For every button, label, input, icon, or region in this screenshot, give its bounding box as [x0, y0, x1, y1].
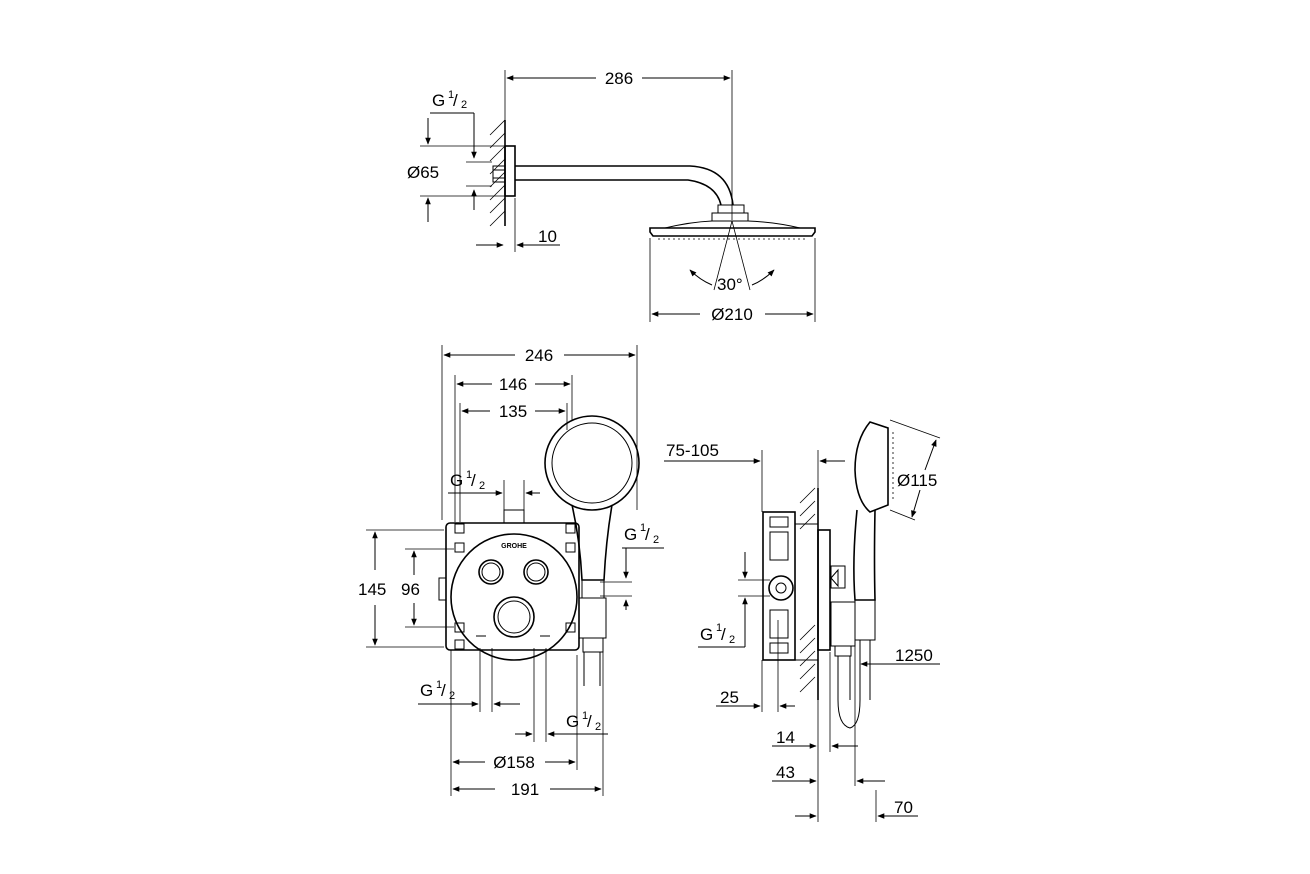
- dim-label-10: 10: [538, 227, 557, 246]
- svg-text:/: /: [441, 681, 446, 700]
- shower-head: [649, 220, 816, 240]
- dim-label-96: 96: [401, 580, 420, 599]
- dim-label-146: 146: [499, 375, 527, 394]
- mounting-screws: [454, 523, 576, 650]
- dim-label-70: 70: [894, 798, 913, 817]
- svg-text:1: 1: [582, 710, 588, 722]
- wall-hatch-side: [799, 487, 819, 700]
- dim-plate-191: 191: [452, 640, 604, 799]
- dim-label-286: 286: [605, 69, 633, 88]
- dim-thread-front-bottom-left: G 1 / 2: [418, 648, 520, 712]
- svg-text:G: G: [700, 625, 713, 644]
- svg-text:1: 1: [716, 622, 722, 634]
- cover-plate: [450, 533, 578, 661]
- dim-label-210: Ø210: [711, 305, 753, 324]
- dim-14: 14: [772, 652, 858, 822]
- dim-label-1250: 1250: [895, 646, 933, 665]
- mixer-front-view: GROHE 246: [358, 345, 664, 799]
- svg-text:1: 1: [640, 522, 646, 534]
- button-right: [523, 559, 549, 585]
- dim-label-43: 43: [776, 763, 795, 782]
- svg-text:2: 2: [595, 721, 601, 733]
- thread-label-den: 2: [461, 99, 467, 111]
- dim-label-14: 14: [776, 728, 795, 747]
- hand-shower-side: [853, 421, 894, 700]
- dim-thread-front-top: G 1 / 2: [448, 469, 540, 510]
- svg-text:1: 1: [466, 469, 472, 481]
- dim-plate-diameter: Ø158: [450, 650, 578, 796]
- svg-text:/: /: [645, 525, 650, 544]
- dim-angle: 30°: [689, 220, 775, 294]
- dim-label-145: 145: [358, 580, 386, 599]
- dim-label-75-105: 75-105: [666, 441, 719, 460]
- wall-hatch-top: [489, 119, 506, 227]
- mixer-body-side: [762, 511, 861, 729]
- dim-thread-front-bottom-right: G 1 / 2: [515, 648, 608, 742]
- dim-head-diameter: Ø210: [649, 238, 816, 324]
- svg-text:G: G: [624, 525, 637, 544]
- svg-text:G: G: [420, 681, 433, 700]
- svg-text:2: 2: [479, 480, 485, 492]
- svg-text:GROHE: GROHE: [501, 543, 527, 550]
- dim-thread-side: G 1 / 2: [698, 552, 770, 648]
- dim-thread-front-right: G 1 / 2: [600, 522, 664, 610]
- dim-25: 25: [716, 620, 795, 712]
- dim-width-246: 246: [441, 345, 638, 520]
- svg-text:/: /: [471, 471, 476, 490]
- dim-height-145: 145: [358, 529, 444, 648]
- thread-label-base: G: [432, 91, 445, 110]
- thread-label-num: 1: [448, 89, 454, 101]
- dim-label-65: Ø65: [407, 163, 439, 182]
- svg-text:/: /: [721, 625, 726, 644]
- dim-label-115: Ø115: [897, 471, 937, 490]
- dim-width-286: 286: [504, 69, 733, 220]
- svg-text:1: 1: [436, 679, 442, 691]
- dim-label-246: 246: [525, 346, 553, 365]
- dim-wall-gap: 10: [476, 198, 560, 252]
- dim-label-135: 135: [499, 402, 527, 421]
- dim-depth-range: 75-105: [664, 441, 845, 512]
- svg-text:2: 2: [449, 690, 455, 702]
- dim-hand-diameter: Ø115: [889, 419, 941, 521]
- dim-height-96: 96: [401, 548, 454, 628]
- dim-label-158: Ø158: [493, 753, 535, 772]
- dim-146: 146: [454, 375, 573, 522]
- svg-text:/: /: [587, 712, 592, 731]
- shower-arm: [492, 145, 749, 222]
- button-left: [478, 559, 504, 585]
- dim-label-30: 30°: [717, 275, 743, 294]
- dim-43: 43: [772, 646, 885, 786]
- svg-text:2: 2: [653, 534, 659, 546]
- dim-label-191: 191: [511, 780, 539, 799]
- head-shower-view: 286 G 1 / 2 Ø65 10: [407, 69, 816, 324]
- svg-text:G: G: [566, 712, 579, 731]
- svg-text:G: G: [450, 471, 463, 490]
- dim-thread-top: G 1 / 2: [430, 89, 492, 210]
- thermostat-knob: [493, 596, 535, 638]
- dim-flange-diameter: Ø65: [407, 118, 504, 222]
- dim-70: 70: [795, 790, 918, 822]
- dim-135: 135: [459, 402, 568, 522]
- mixer-side-view: 75-105 Ø115 G 1 / 2: [664, 419, 941, 822]
- dim-label-25: 25: [720, 688, 739, 707]
- dim-hose-length: 1250: [860, 646, 940, 667]
- svg-text:/: /: [453, 91, 458, 110]
- hand-shower-front: [544, 415, 640, 686]
- svg-text:2: 2: [729, 634, 735, 646]
